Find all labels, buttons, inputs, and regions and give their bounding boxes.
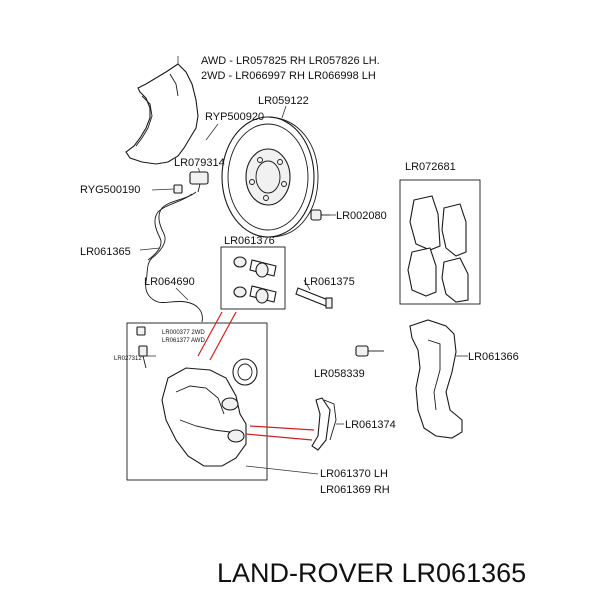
label-lr000377-2wd: LR000377 2WD <box>162 330 205 336</box>
label-lr061375: LR061375 <box>304 276 355 288</box>
label-ryp500920: RYP500920 <box>205 111 264 123</box>
label-lr002080: LR002080 <box>336 210 387 222</box>
abs-sensor <box>151 167 209 194</box>
label-lr072681: LR072681 <box>405 161 456 173</box>
label-lr079314: LR079314 <box>174 157 225 169</box>
label-lr064690: LR064690 <box>144 276 195 288</box>
label-lr061374: LR061374 <box>345 419 396 431</box>
dust-shield <box>125 56 199 165</box>
label-lr058339: LR058339 <box>314 368 365 380</box>
label-lr061377-awd: LR061377 AWD <box>162 338 205 344</box>
label-lr061376: LR061376 <box>224 235 275 247</box>
label-lr027312: LR027312 <box>114 356 142 362</box>
label-lr059122: LR059122 <box>258 95 309 107</box>
disc-screw <box>310 209 336 221</box>
carrier-bolt <box>355 345 384 357</box>
caliper-carrier <box>409 319 468 439</box>
highlight-lines <box>197 311 315 441</box>
label-2wd: 2WD - LR066997 RH LR066998 LH <box>201 70 376 82</box>
caliper-assembly <box>126 322 319 481</box>
brake-pads <box>399 179 481 305</box>
label-lr061366: LR061366 <box>468 351 519 363</box>
caption: LAND-ROVER LR061365 <box>217 558 526 588</box>
guide-bolt <box>295 279 333 309</box>
label-lr061369: LR061369 RH <box>320 484 390 496</box>
label-awd: AWD - LR057825 RH LR057826 LH. <box>201 55 380 67</box>
label-lr061370: LR061370 LH <box>320 468 388 480</box>
label-ryg500190: RYG500190 <box>80 184 140 196</box>
guide-pin-kit <box>220 246 286 310</box>
anti-rattle-clip <box>311 397 344 451</box>
brake-disc <box>221 116 319 238</box>
label-lr061365: LR061365 <box>80 246 131 258</box>
sensor-wire <box>139 191 203 323</box>
